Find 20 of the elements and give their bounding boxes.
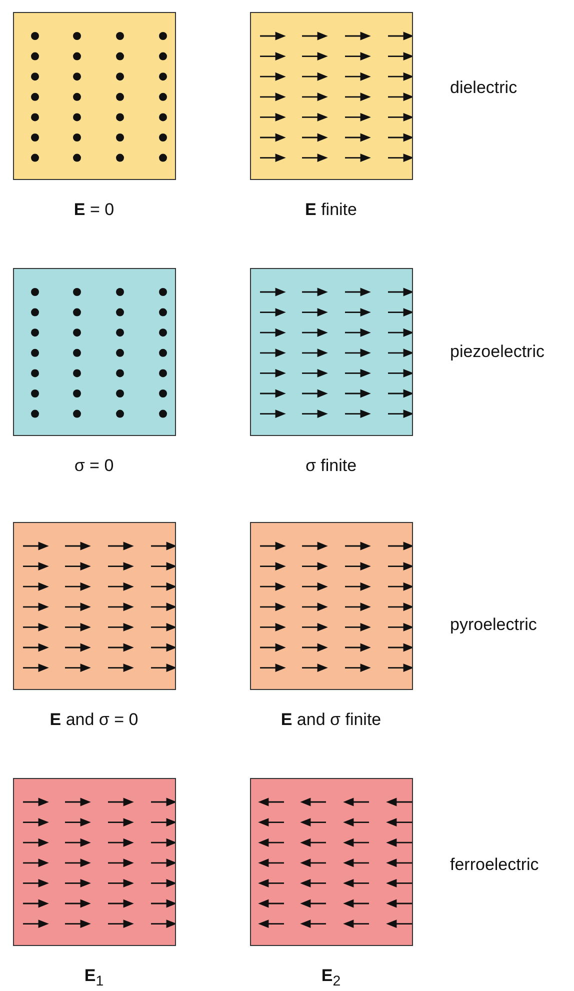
material-panel [250,12,413,180]
panel-caption: E and σ = 0 [50,710,138,730]
panel-caption: σ = 0 [74,456,114,476]
material-panel [250,778,413,946]
material-panel [13,12,176,180]
material-label: piezoelectric [450,342,544,362]
material-label: dielectric [450,78,518,98]
material-panel [250,522,413,690]
material-panel [250,268,413,436]
panel-caption: E$_{1}$ [84,966,104,990]
material-panel [13,778,176,946]
panel-caption: E = 0 [74,200,114,220]
panel-caption: E and σ finite [280,710,382,730]
panel-caption: E finite [305,200,357,220]
panel-caption: E$_{2}$ [321,966,341,990]
material-panel [13,268,176,436]
material-label: pyroelectric [450,615,537,635]
material-label: ferroelectric [450,855,539,875]
panel-caption: σ finite [305,456,357,476]
material-panel [13,522,176,690]
